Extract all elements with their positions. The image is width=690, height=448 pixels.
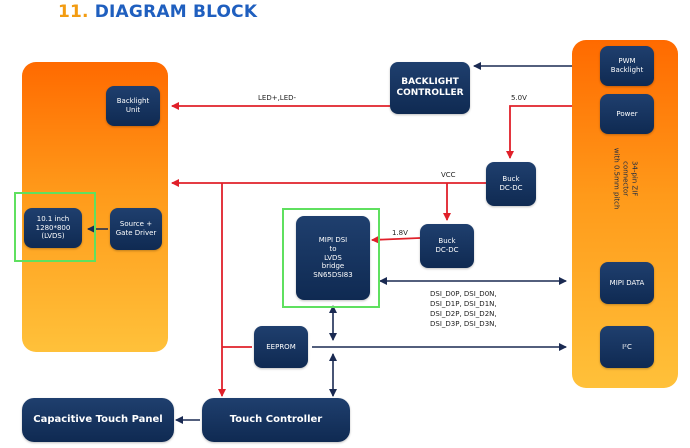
touch-controller-block: Touch Controller <box>202 398 350 442</box>
i2c-block: I²C <box>600 326 654 368</box>
section-title: DIAGRAM BLOCK <box>94 2 258 22</box>
pwm-backlight-block: PWM Backlight <box>600 46 654 86</box>
capacitive-touch-panel-block: Capacitive Touch Panel <box>22 398 174 442</box>
eeprom-block: EEPROM <box>254 326 308 368</box>
wire-1v8 <box>371 235 421 244</box>
power-block: Power <box>600 94 654 134</box>
buck-dcdc-top-block: Buck DC-DC <box>486 162 536 206</box>
label-dsi-lanes: DSI_D0P, DSI_D0N, DSI_D1P, DSI_D1N, DSI_… <box>430 290 497 329</box>
section-number: 11. <box>58 2 89 22</box>
connector-label: 34-pin ZIF connector with 0.5mm pitch <box>612 147 639 210</box>
lcd-block: 10.1 inch 1280*800 (LVDS) <box>24 208 82 248</box>
page-title: 11.DIAGRAM BLOCK <box>58 2 257 22</box>
source-gate-driver-block: Source + Gate Driver <box>110 208 162 250</box>
backlight-controller-block: BACKLIGHT CONTROLLER <box>390 62 470 114</box>
label-vcc: VCC <box>441 171 456 179</box>
highlight-bridge <box>282 208 380 308</box>
mipi-data-block: MIPI DATA <box>600 262 654 304</box>
wire-5v <box>506 105 572 159</box>
label-led: LED+,LED- <box>258 94 297 102</box>
highlight-lcd <box>14 192 96 262</box>
label-5v: 5.0V <box>511 94 527 102</box>
buck-dcdc-mid-block: Buck DC-DC <box>420 224 474 268</box>
backlight-unit-block: Backlight Unit <box>106 86 160 126</box>
label-1v8: 1.8V <box>392 229 408 237</box>
mipi-lvds-bridge-block: MIPI DSI to LVDS bridge SN65DSI83 <box>296 216 370 300</box>
